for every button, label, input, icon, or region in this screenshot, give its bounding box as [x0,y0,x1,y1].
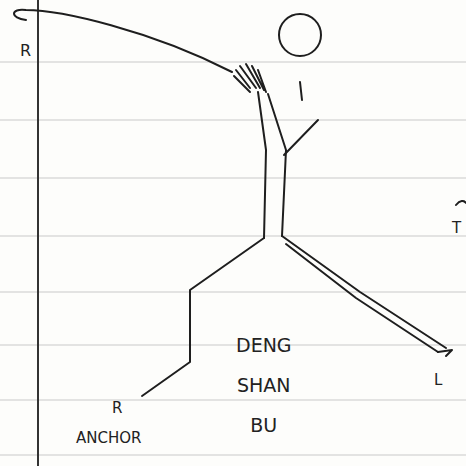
margin-note: T [452,220,461,237]
side-marker: L [434,372,442,389]
stance-name: DENG SHAN BU [236,326,292,446]
margin-line [37,0,39,466]
anchor-note: ANCHOR [76,430,141,447]
paper-rules [0,62,466,455]
side-marker: R [112,400,122,417]
side-marker: R [20,42,31,60]
